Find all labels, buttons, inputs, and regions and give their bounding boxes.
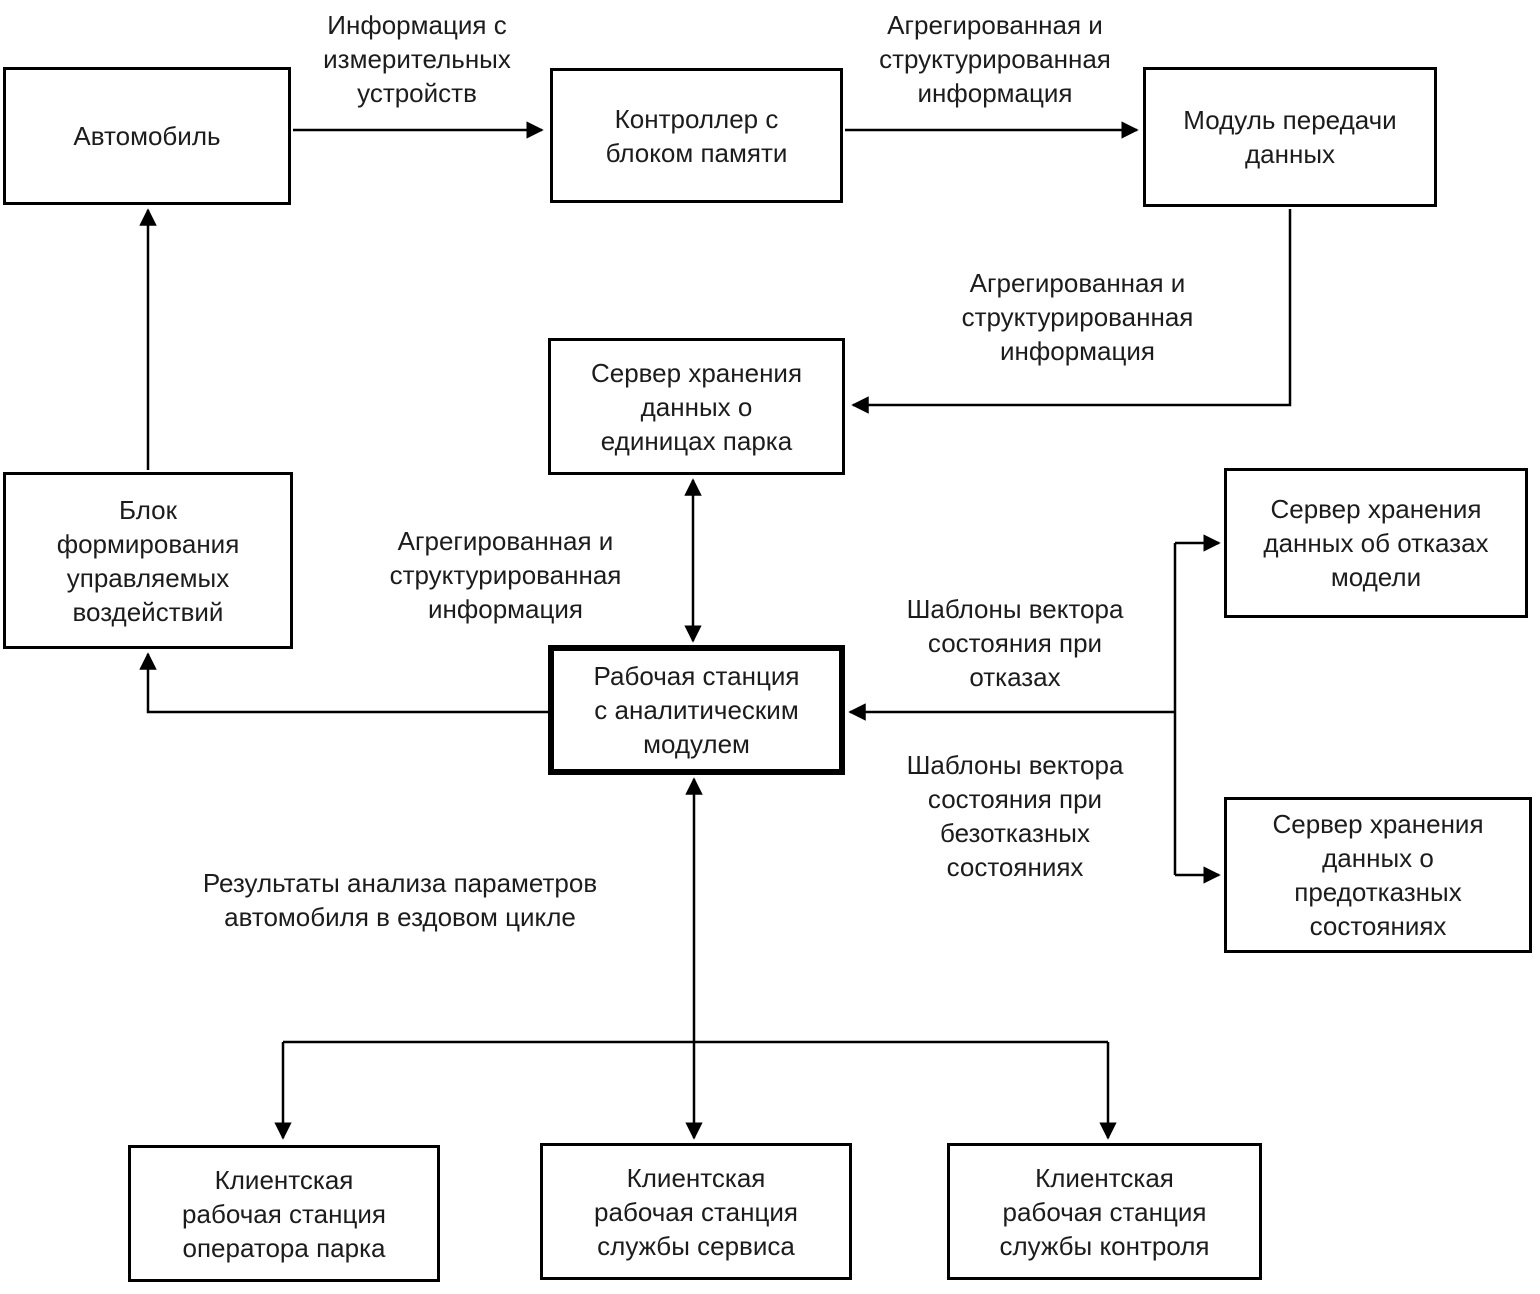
node-failure-server: Сервер хранения данных об отказах модели [1224, 468, 1528, 618]
edge-transfer-to-fleet-server [851, 209, 1292, 414]
node-transfer-module-label: Модуль передачи данных [1183, 105, 1397, 169]
edge-label-measurement-info: Информация с измерительных устройств [323, 10, 511, 108]
node-controller: Контроллер с блоком памяти [550, 68, 843, 203]
node-workstation: Рабочая станция с аналитическим модулем [548, 645, 845, 775]
edge-label-aggregated-info-center: Агрегированная и структурированная инфор… [389, 526, 622, 624]
node-client-control: Клиентская рабочая станция службы контро… [947, 1143, 1262, 1280]
node-client-service-label: Клиентская рабочая станция службы сервис… [594, 1162, 798, 1261]
node-failure-server-label: Сервер хранения данных об отказах модели [1263, 494, 1489, 592]
node-car: Автомобиль [3, 67, 291, 205]
node-workstation-label: Рабочая станция с аналитическим модулем [593, 661, 800, 759]
node-client-control-label: Клиентская рабочая станция службы контро… [999, 1162, 1210, 1261]
node-prefailure-server-label: Сервер хранения данных о предотказных со… [1272, 809, 1484, 941]
node-client-service: Клиентская рабочая станция службы сервис… [540, 1143, 852, 1280]
node-fleet-server: Сервер хранения данных о единицах парка [548, 338, 845, 475]
node-client-fleet-operator-label: Клиентская рабочая станция оператора пар… [182, 1164, 386, 1263]
node-control-block: Блок формирования управляемых воздействи… [3, 472, 293, 649]
node-transfer-module: Модуль передачи данных [1143, 67, 1437, 207]
edge-workstation-to-control-block [139, 652, 548, 714]
node-control-block-label: Блок формирования управляемых воздействи… [56, 494, 240, 627]
node-client-fleet-operator: Клиентская рабочая станция оператора пар… [128, 1145, 440, 1282]
node-controller-label: Контроллер с блоком памяти [605, 103, 788, 168]
node-fleet-server-label: Сервер хранения данных о единицах парка [590, 357, 803, 456]
edge-label-no-failure-templates: Шаблоны вектора состояния при безотказны… [906, 750, 1124, 882]
edge-label-aggregated-info-right: Агрегированная и структурированная инфор… [961, 268, 1194, 366]
edge-label-aggregated-info-top: Агрегированная и структурированная инфор… [879, 10, 1111, 108]
edge-label-analysis-results: Результаты анализа параметров автомобиля… [202, 868, 598, 932]
node-prefailure-server: Сервер хранения данных о предотказных со… [1224, 797, 1532, 953]
edge-label-failure-templates: Шаблоны вектора состояния при отказах [906, 594, 1124, 692]
node-car-label: Автомобиль [73, 121, 221, 151]
